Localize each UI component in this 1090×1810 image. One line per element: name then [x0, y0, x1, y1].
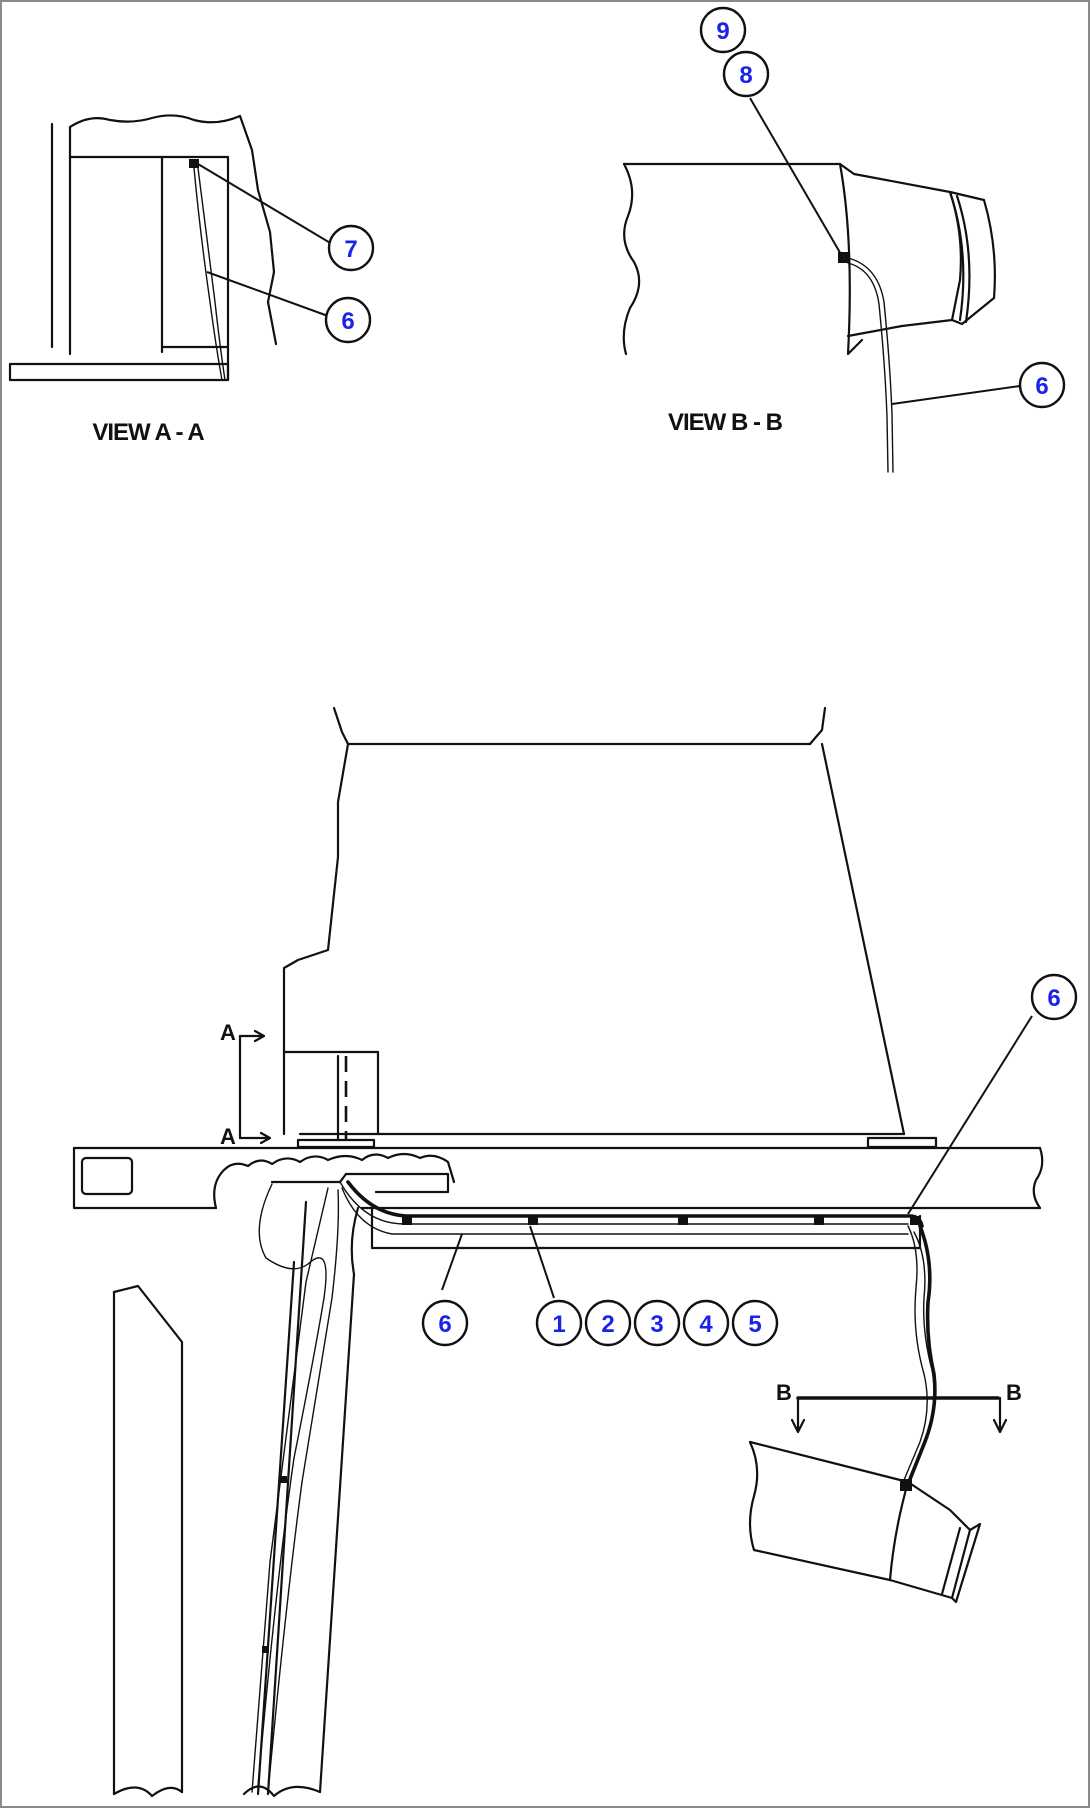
view-b-title: VIEW B - B [668, 409, 783, 436]
callout-balloon-2 [584, 1299, 632, 1347]
view-a-fitting-7 [189, 159, 199, 168]
column-clip-1 [280, 1476, 287, 1483]
frame-lower-flange [370, 1206, 922, 1250]
section-b-right-mark: B [1006, 1380, 1022, 1405]
view-b-housing-outline [622, 162, 864, 356]
callout-balloon-8 [722, 50, 770, 98]
callout-6-main-right-label: 6 [1047, 985, 1060, 1012]
callout-balloon-7 [327, 224, 375, 272]
main-line-3 [341, 1187, 909, 1235]
column-clip-2 [262, 1646, 269, 1653]
column-line-inner [251, 1187, 329, 1793]
view-b-collar-inner-2 [955, 194, 971, 324]
main-leader-6-left [441, 1233, 463, 1291]
callout-balloon-3 [633, 1299, 681, 1347]
frame-inner-bracket [270, 1172, 450, 1194]
frame-cutaway-break [213, 1152, 456, 1210]
main-body-top-right-corner [808, 706, 827, 746]
left-panel-break [112, 1786, 184, 1798]
view-a-leader-7 [197, 163, 333, 245]
callout-7-label: 7 [344, 236, 357, 263]
view-a-block-top [68, 155, 230, 382]
section-b-left-mark: B [776, 1380, 792, 1405]
callout-balloon-6-main-right [1030, 973, 1078, 1021]
main-bracket-box [282, 1050, 380, 1136]
main-body-right-edge [820, 742, 906, 1136]
section-a-top-arrow [238, 1029, 266, 1043]
view-a-plate [8, 362, 230, 382]
callout-5-label: 5 [748, 1311, 761, 1338]
clip-marker-1 [402, 1216, 412, 1225]
column-line-right [267, 1189, 340, 1793]
clip-marker-2 [528, 1216, 538, 1225]
column-right-edge [318, 1206, 360, 1794]
callout-6-view-a-label: 6 [341, 308, 354, 335]
callout-balloon-6-view-a [324, 296, 372, 344]
callout-8-label: 8 [739, 62, 752, 89]
callout-6-main-left-label: 6 [438, 1311, 451, 1338]
main-leader-6-right [907, 1015, 1033, 1215]
view-a-line-6-outer [197, 167, 226, 381]
view-b-break-line [622, 162, 641, 356]
callout-balloon-1 [535, 1299, 583, 1347]
main-line-1 [346, 1180, 924, 1228]
view-b-leader-8 [749, 97, 843, 257]
lower-housing-collar [950, 1522, 982, 1604]
column-line-left [257, 1183, 327, 1787]
frame-beam-left-end [72, 1146, 218, 1210]
frame-beam-right-break [1032, 1146, 1044, 1210]
main-left-pad [296, 1138, 376, 1149]
view-b-line-6-outer [847, 262, 889, 473]
view-b-cone [838, 162, 962, 338]
view-a-break-line [68, 114, 278, 346]
callout-3-label: 3 [650, 1311, 663, 1338]
clip-marker-4 [814, 1216, 824, 1225]
view-b-fitting-8 [838, 252, 850, 263]
view-a-title: VIEW A - A [92, 419, 204, 446]
view-b-detail: 9 8 6 VIEW B - B [622, 6, 1066, 473]
view-b-line-6 [847, 257, 894, 473]
view-b-collar-inner [948, 190, 965, 322]
view-a-detail: 7 6 VIEW A - A [8, 114, 375, 446]
drop-line-1 [903, 1225, 928, 1481]
clip-marker-3 [678, 1216, 688, 1225]
view-a-line-6 [193, 167, 223, 381]
callout-balloon-4 [682, 1299, 730, 1347]
main-leader-1 [529, 1225, 555, 1299]
callout-balloon-6-view-b [1018, 361, 1066, 409]
column-left-edge [266, 1200, 308, 1796]
section-a-bottom-mark: A [220, 1124, 236, 1149]
callout-1-label: 1 [552, 1311, 565, 1338]
lower-housing-outline [748, 1440, 892, 1582]
column-break [242, 1785, 322, 1798]
section-b-right-arrow [992, 1396, 1008, 1434]
main-body-left-edge [282, 706, 350, 1136]
callout-9-label: 9 [716, 18, 729, 45]
section-a-top-mark: A [220, 1020, 236, 1045]
view-b-leader-6 [891, 385, 1021, 405]
frame-access-hole [80, 1156, 134, 1196]
main-assembly-view: A A [72, 706, 1078, 1798]
section-a-bottom-arrow [238, 1131, 272, 1145]
callout-6-view-b-label: 6 [1035, 373, 1048, 400]
lower-housing-seam [888, 1480, 910, 1582]
callout-2-label: 2 [601, 1311, 614, 1338]
column-inner-edge [256, 1260, 296, 1796]
view-a-leader-6 [206, 271, 329, 317]
clip-marker-5 [910, 1216, 920, 1225]
callout-4-label: 4 [699, 1311, 713, 1338]
drop-line-3 [906, 1224, 937, 1486]
section-b-left-arrow [790, 1396, 806, 1434]
callout-balloon-6-main-left [421, 1299, 469, 1347]
callout-balloon-5 [731, 1299, 779, 1347]
main-right-pad [866, 1136, 938, 1149]
view-b-collar [948, 190, 996, 326]
lower-housing-cone [748, 1440, 972, 1600]
lower-housing-collar-inner [940, 1526, 962, 1596]
left-panel-right-edge [112, 1284, 184, 1794]
callout-balloon-9 [699, 6, 747, 54]
